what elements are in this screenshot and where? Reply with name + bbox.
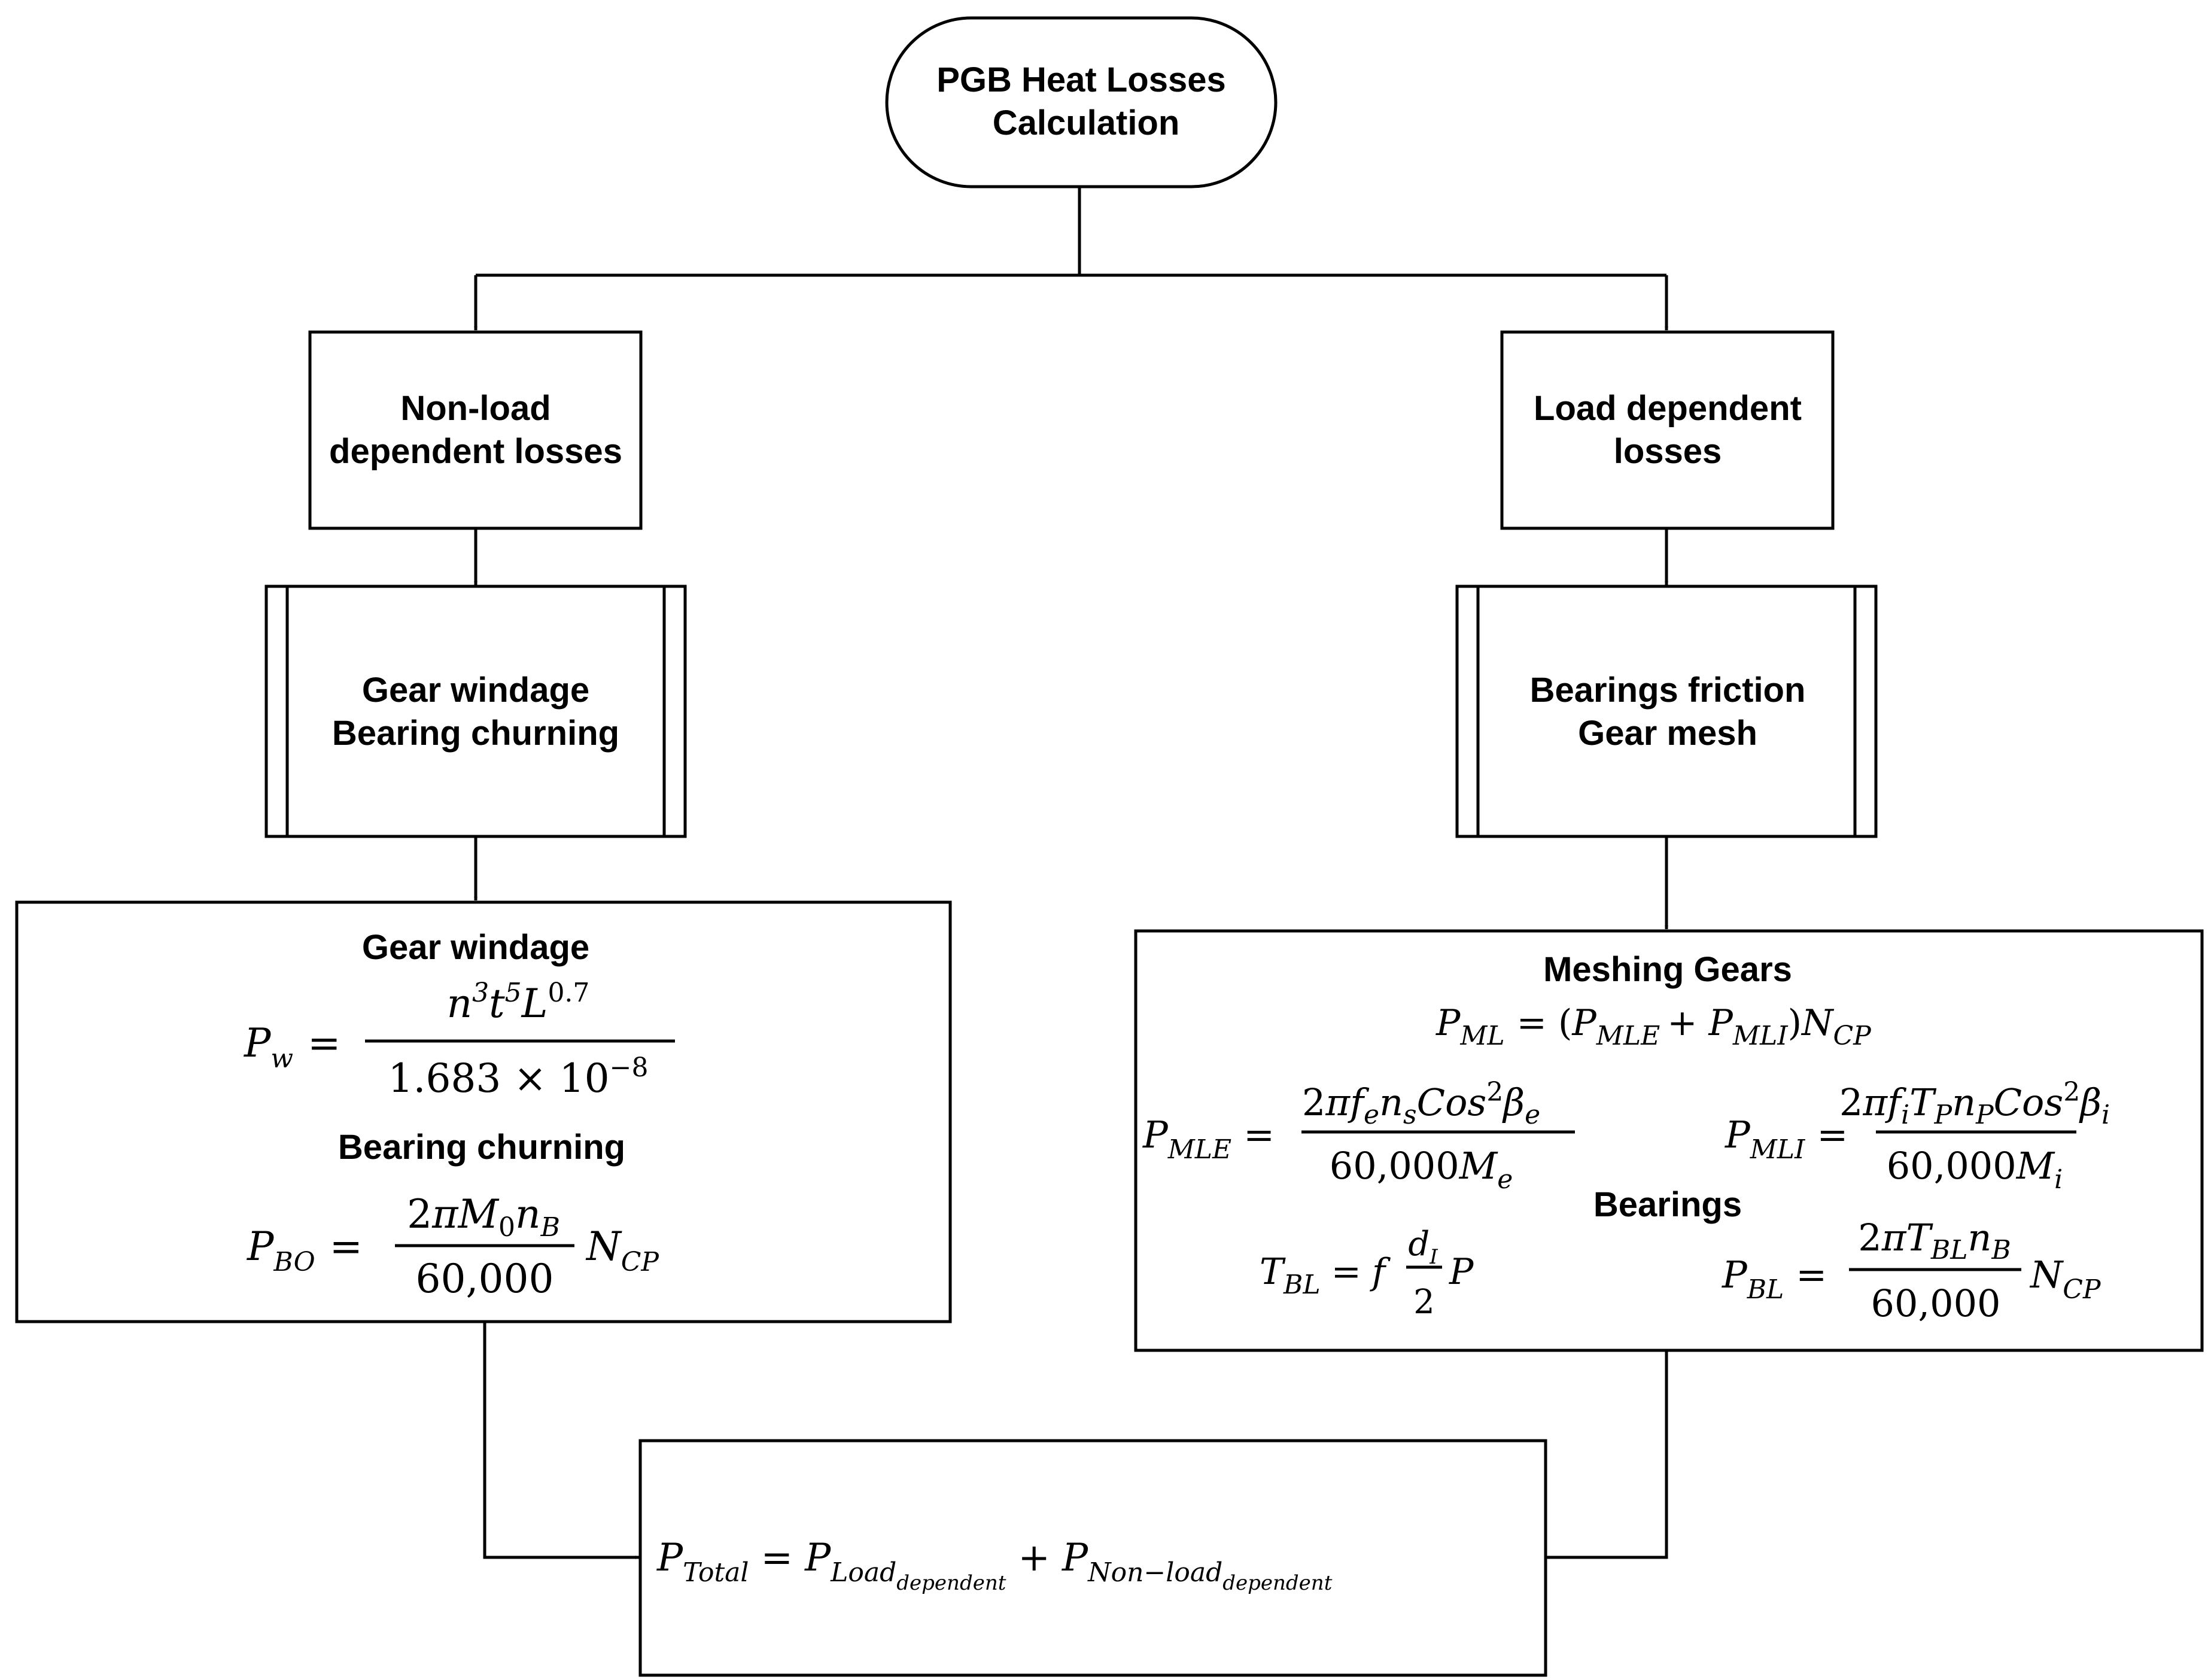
svg-text:1.683 × 10−8: 1.683 × 10−8	[388, 1052, 648, 1101]
right-formula-box: Meshing Gears PML= (PMLE+ PMLI)NCP PMLE=…	[1134, 929, 2204, 1352]
mesh-loss-internal-formula: PMLI= 2πfiTPnPCos2βi 60,000Mi	[1725, 1077, 2110, 1195]
bearings-heading: Bearings	[1593, 1185, 1742, 1224]
svg-text:2: 2	[1413, 1283, 1435, 1322]
svg-text:60,000: 60,000	[416, 1256, 554, 1302]
total-box: PTotal=PLoaddependent+PNon−loaddependent	[638, 1439, 1547, 1677]
mesh-loss-external-formula: PMLE= 2πfensCos2βe 60,000Me	[1142, 1077, 1575, 1195]
svg-text:60,000Me: 60,000Me	[1330, 1144, 1513, 1195]
left-process-box: Gear windage Bearing churning	[264, 585, 687, 838]
nonload-category-box: Non-load dependent losses	[308, 330, 643, 530]
right-process-line1: Bearings friction	[1530, 671, 1806, 710]
bearing-torque-formula: TBL=f dI 2 P	[1260, 1225, 1474, 1322]
right-process-line2: Gear mesh	[1578, 714, 1757, 753]
svg-text:2πfiTPnPCos2βi: 2πfiTPnPCos2βi	[1839, 1077, 2110, 1130]
meshing-gears-heading: Meshing Gears	[1543, 950, 1792, 989]
svg-text:2πM0nB: 2πM0nB	[407, 1191, 560, 1243]
nonload-label-line2: dependent losses	[329, 432, 622, 471]
svg-text:P: P	[1449, 1251, 1474, 1293]
svg-text:60,000Mi: 60,000Mi	[1887, 1144, 2063, 1195]
bearing-churning-heading: Bearing churning	[338, 1128, 625, 1167]
svg-text:PMLI=: PMLI=	[1725, 1113, 1848, 1165]
svg-text:2πfensCos2βe: 2πfensCos2βe	[1302, 1077, 1540, 1130]
arrow-right-to-total	[1546, 1350, 1668, 1559]
start-title-line2: Calculation	[993, 104, 1180, 142]
start-title-line1: PGB Heat Losses	[936, 60, 1226, 99]
svg-text:Pw=: Pw=	[244, 1020, 340, 1074]
gear-windage-heading: Gear windage	[362, 928, 589, 967]
bearing-churning-formula: PBO= 2πM0nB 60,000 NCP	[247, 1191, 659, 1302]
connectors	[474, 187, 1668, 1559]
arrow-left-to-total	[483, 1322, 639, 1559]
load-label-line2: losses	[1614, 432, 1722, 471]
start-terminator: PGB Heat Losses Calculation	[885, 16, 1278, 188]
left-process-line2: Bearing churning	[332, 714, 619, 753]
svg-text:PBL=: PBL=	[1722, 1253, 1827, 1305]
left-formula-box: Gear windage Pw= n3t5L0.7 1.683 × 10−8 B…	[15, 900, 952, 1323]
svg-text:2πTBLnB: 2πTBLnB	[1858, 1216, 2011, 1265]
svg-text:60,000: 60,000	[1871, 1282, 2001, 1325]
left-process-line1: Gear windage	[362, 671, 589, 710]
load-label-line1: Load dependent	[1534, 389, 1802, 428]
nonload-label-line1: Non-load	[400, 389, 551, 428]
load-category-box: Load dependent losses	[1500, 330, 1835, 530]
right-process-box: Bearings friction Gear mesh	[1455, 585, 1878, 838]
